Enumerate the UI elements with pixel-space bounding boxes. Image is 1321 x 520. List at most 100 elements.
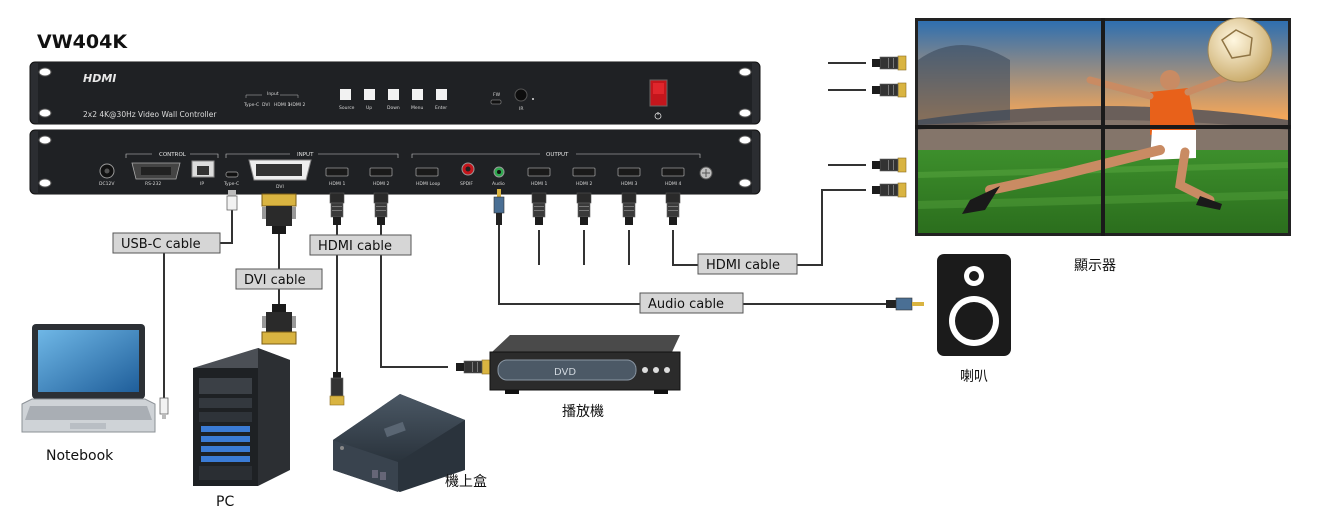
soccer-ball-icon xyxy=(1207,17,1273,83)
hdmi-in-2-port-icon xyxy=(369,167,393,177)
port-ip-label: IP xyxy=(200,181,204,187)
hdmi-plug-stb-icon xyxy=(329,372,345,406)
svg-text:Source: Source xyxy=(339,105,355,111)
hdmi-out-4-port-icon xyxy=(661,167,685,177)
source-button[interactable]: Source xyxy=(339,89,355,111)
speaker-label: 喇叭 xyxy=(960,369,988,385)
rack-hole-icon xyxy=(738,108,752,118)
rear-panel: CONTROL INPUT OUTPUT DC12V RS-232 IP Typ… xyxy=(29,129,761,195)
rack-hole-icon xyxy=(738,178,752,188)
rack-hole-icon xyxy=(38,67,52,77)
hdmi-plug-icon xyxy=(576,192,592,226)
hdmi-plug-icon xyxy=(373,192,389,226)
svg-text:HDMI cable: HDMI cable xyxy=(706,258,780,273)
dvi-connector-bottom-icon xyxy=(261,304,297,345)
port-out-1-label: HDMI 1 xyxy=(531,181,547,187)
set-top-box-icon xyxy=(333,394,465,492)
svg-text:HDMI cable: HDMI cable xyxy=(318,239,392,254)
up-button[interactable]: Up xyxy=(364,89,375,111)
player-label: 播放機 xyxy=(562,404,604,420)
svg-text:Audio cable: Audio cable xyxy=(648,297,724,312)
ir-label: IR xyxy=(519,106,523,112)
group-input-label: INPUT xyxy=(297,152,314,158)
hdmi-out-2-port-icon xyxy=(572,167,596,177)
pc-tower-icon xyxy=(193,348,290,486)
hdmi-plug-display-icon xyxy=(871,182,907,198)
rack-hole-icon xyxy=(38,135,52,145)
spdif-port-icon xyxy=(465,166,471,172)
port-out-3-label: HDMI 3 xyxy=(621,181,637,187)
front-input-hdmi2: HDMI 2 xyxy=(289,102,305,108)
typec-port-icon xyxy=(225,171,239,178)
dvi-connector-top-icon xyxy=(261,193,297,234)
notebook-label: Notebook xyxy=(46,448,114,464)
usbc-plug-notebook-icon xyxy=(159,397,169,419)
svg-text:Menu: Menu xyxy=(411,105,424,111)
front-input-hdmi1: HDMI 1 xyxy=(274,102,290,108)
usbc-plug-icon xyxy=(226,190,238,211)
port-dc-label: DC12V xyxy=(99,181,115,187)
front-input-dvi: DVI xyxy=(262,102,270,108)
svg-text:Up: Up xyxy=(366,105,372,111)
enter-button[interactable]: Enter xyxy=(435,89,447,111)
fw-port-icon xyxy=(490,99,502,105)
hdmi-plug-display-icon xyxy=(871,157,907,173)
hdmi-loop-port-icon xyxy=(415,167,439,177)
audio-cable-label: Audio cable xyxy=(639,292,744,314)
ir-sensor-icon xyxy=(514,88,528,102)
hdmi-out-3-port-icon xyxy=(617,167,641,177)
dvd-player-icon: DVD xyxy=(489,335,681,394)
model-title: VW404K xyxy=(37,31,128,53)
hdmi-plug-icon xyxy=(665,192,681,226)
dvd-screen-text: DVD xyxy=(554,367,576,378)
port-out-2-label: HDMI 2 xyxy=(576,181,592,187)
front-input-typec: Type-C xyxy=(243,102,259,108)
rack-hole-icon xyxy=(738,67,752,77)
device-subtitle: 2x2 4K@30Hz Video Wall Controller xyxy=(83,110,217,119)
fw-label: FW xyxy=(493,92,501,98)
port-rs232-label: RS-232 xyxy=(145,181,161,187)
hdmi-plug-dvd-icon xyxy=(455,359,491,375)
power-switch[interactable] xyxy=(649,79,668,107)
group-control-label: CONTROL xyxy=(159,152,187,158)
rack-hole-icon xyxy=(38,108,52,118)
hdmi-out-1-port-icon xyxy=(527,167,551,177)
notebook-icon xyxy=(21,324,156,433)
dvi-cable-label: DVI cable xyxy=(235,268,323,290)
pc-label: PC xyxy=(216,494,234,510)
port-audio-label: Audio xyxy=(492,181,505,187)
rack-hole-icon xyxy=(38,178,52,188)
menu-button[interactable]: Menu xyxy=(411,89,424,111)
port-hdmi-in-1-label: HDMI 1 xyxy=(329,181,345,187)
hdmi-in-1-port-icon xyxy=(325,167,349,177)
hdmi-out-cable-label: HDMI cable xyxy=(697,253,798,275)
hdmi-in-cable-label: HDMI cable xyxy=(309,234,412,256)
player-figure-icon xyxy=(962,70,1229,214)
port-out-4-label: HDMI 4 xyxy=(665,181,681,187)
front-panel: HDMI 2x2 4K@30Hz Video Wall Controller I… xyxy=(29,61,761,125)
svg-text:DVI cable: DVI cable xyxy=(244,273,306,288)
hdmi-plug-icon xyxy=(329,192,345,226)
rack-hole-icon xyxy=(738,135,752,145)
hdmi-plug-display-icon xyxy=(871,55,907,71)
svg-text:Enter: Enter xyxy=(435,105,447,111)
hdmi-plug-icon xyxy=(531,192,547,226)
audio-port-icon xyxy=(497,170,501,174)
svg-text:Down: Down xyxy=(387,105,400,111)
port-hdmi-loop-label: HDMI Loop xyxy=(416,181,440,187)
front-input-header: Input xyxy=(267,91,279,97)
usbc-cable-label: USB-C cable xyxy=(112,232,221,254)
video-wall-display xyxy=(915,17,1291,236)
down-button[interactable]: Down xyxy=(387,89,400,111)
port-dvi-label: DVI xyxy=(276,184,284,190)
port-hdmi-in-2-label: HDMI 2 xyxy=(373,181,389,187)
group-output-label: OUTPUT xyxy=(546,152,569,158)
hdmi-plug-display-icon xyxy=(871,82,907,98)
svg-text:USB-C cable: USB-C cable xyxy=(121,237,201,252)
stb-label: 機上盒 xyxy=(445,473,487,490)
display-label: 顯示器 xyxy=(1074,258,1116,274)
port-spdif-label: SPDIF xyxy=(460,181,473,187)
hdmi-logo: HDMI xyxy=(83,72,116,85)
audio-plug-device-icon xyxy=(493,189,505,225)
